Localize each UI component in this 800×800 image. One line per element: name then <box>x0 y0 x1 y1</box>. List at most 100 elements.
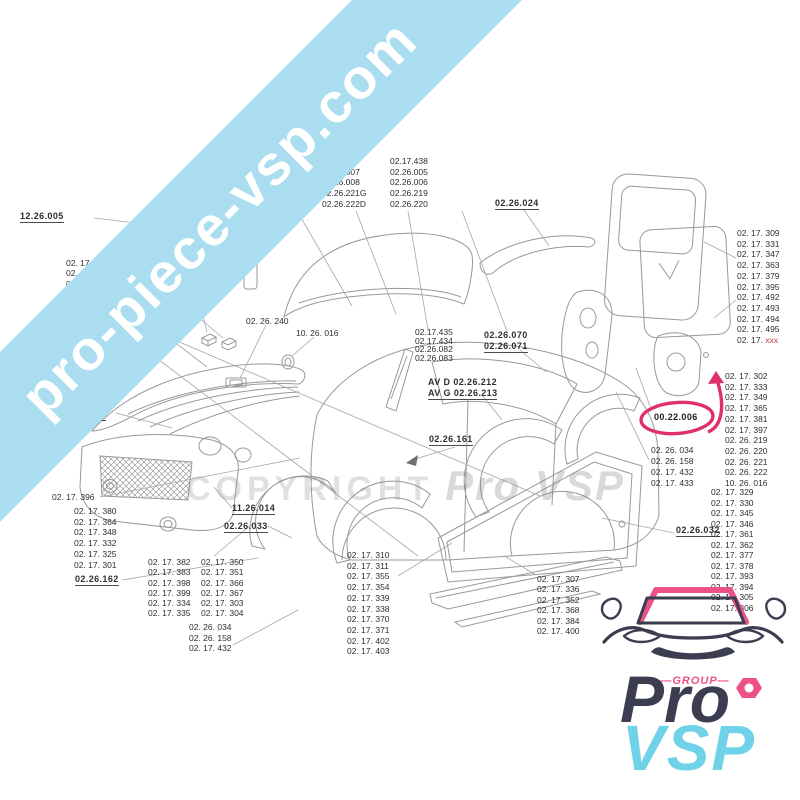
part-label: 02.26.162 <box>75 574 119 586</box>
part-number: 02. 17. 397 <box>725 424 768 435</box>
part-number: 02. 17. 395 <box>737 281 780 292</box>
part-number: 02. 17. 304 <box>201 608 244 619</box>
part-number: 02. 26. 034 <box>651 445 694 455</box>
part-number: 02. 17. 365 <box>725 403 768 414</box>
part-number: 02. 17. 393 <box>711 571 754 581</box>
part-number: 02. 17. 370 <box>347 614 390 625</box>
part-number: 02. 17. 383 <box>148 567 191 578</box>
part-number: 02. 17. 310 <box>347 550 390 560</box>
part-number: 02. 17. 309 <box>737 228 780 238</box>
part-number: 02. 17. 350 <box>201 557 244 567</box>
part-number: 02. 17. 493 <box>737 302 780 313</box>
part-number: 02. 17. 349 <box>725 392 768 403</box>
part-number: 02.17.438 <box>390 156 428 166</box>
part-label: AV G 02.26.213 <box>428 388 498 400</box>
part-number: 02. 17. 432 <box>189 643 232 654</box>
logo-vsp-text: VSP <box>622 712 756 784</box>
part-number: 02.26.005 <box>390 166 428 177</box>
part-number: 02. 26. 158 <box>651 456 694 466</box>
part-number: 02. 17. 380 <box>74 506 117 516</box>
part-label: 10. 26. 016 <box>296 328 339 338</box>
part-number: 02. 17. 362 <box>711 539 754 550</box>
part-number: 02.17.434 <box>415 335 453 346</box>
part-label: 02. 17. 396 <box>52 492 95 502</box>
part-label: 02.26.070 <box>484 330 528 340</box>
part-number: 02. 17. 301 <box>74 559 117 570</box>
part-number: 02.26.083 <box>415 352 453 363</box>
part-number: 02. 17. 371 <box>347 624 390 635</box>
part-label: 02.26.024 <box>495 198 539 210</box>
part-number: 02. 17. 492 <box>737 292 780 303</box>
part-number: 02. 26. 221 <box>725 456 768 467</box>
wheel-arch-flares <box>249 393 641 564</box>
part-number: 02. 17. 495 <box>737 324 780 335</box>
part-number: 02. 17. 302 <box>725 371 768 381</box>
part-number: 02. 26. 220 <box>725 445 768 456</box>
part-label: 02.26.071 <box>484 341 528 353</box>
door-panel <box>437 451 643 583</box>
part-number: 02. 17. 346 <box>711 518 754 529</box>
part-label: AV D 02.26.212 <box>428 377 497 387</box>
part-number: 02. 17. 348 <box>74 527 117 538</box>
part-number: 02. 17. 303 <box>201 598 244 609</box>
pillar-trim <box>385 348 414 412</box>
part-number: 02. 17. 329 <box>711 487 754 497</box>
part-number: 02. 17. 403 <box>347 646 390 657</box>
part-number: 02. 17. 400 <box>537 626 580 637</box>
rear-lamp-panel <box>561 289 613 393</box>
part-number: 02.26.221G <box>322 188 367 199</box>
front-bumper <box>79 434 252 532</box>
part-number: 02. 17. 366 <box>201 577 244 588</box>
part-number: 02. 17. 347 <box>737 249 780 260</box>
part-label: 02.26.161 <box>429 434 473 446</box>
highlighted-part <box>653 332 709 396</box>
part-number: 02. 17. 494 <box>737 313 780 324</box>
sill-strips <box>429 556 623 628</box>
logo-hex-icon <box>736 678 762 698</box>
copyright-brand: Pro VSP <box>445 462 625 509</box>
missing-part-number: xxx <box>765 335 779 346</box>
part-number: 02. 17. 331 <box>737 238 780 249</box>
part-number: 02. 17. 338 <box>347 603 390 614</box>
hood-panel <box>90 363 306 435</box>
part-number: 02. 17. 399 <box>148 587 191 598</box>
part-number: 02. 17. 364 <box>74 516 117 527</box>
part-number: 02.26.222D <box>322 198 366 209</box>
part-number: 02. 17. 332 <box>74 538 117 549</box>
part-number: 10. 26. 016 <box>725 478 768 489</box>
part-number: 02. 17. 361 <box>711 529 754 539</box>
part-number: 02. 17. 325 <box>74 548 117 559</box>
part-number: 02. 17. 306 <box>711 602 754 613</box>
part-number: 02. 17. 379 <box>737 270 780 281</box>
clip-icons <box>200 333 295 388</box>
part-number: 02. 17. 355 <box>347 571 390 582</box>
roof-panel <box>283 232 473 319</box>
part-number: 02. 17. 368 <box>537 605 580 616</box>
part-number: 02.26.219 <box>390 188 428 199</box>
part-number: 02. 17. 384 <box>537 615 580 626</box>
part-number: 02. 17. 352 <box>537 594 580 605</box>
part-number: 02. 17. 394 <box>711 581 754 592</box>
part-label: 02. 26. 240 <box>246 316 289 326</box>
part-number: 02. 17. xxx <box>737 335 779 346</box>
part-number: 02. 17. 339 <box>347 592 390 603</box>
logo-pro-text: Pro <box>620 662 730 736</box>
part-number: 02. 17. 351 <box>201 567 244 578</box>
part-number: 02. 17. 345 <box>711 508 754 518</box>
part-number: 02. 17. 398 <box>148 577 191 588</box>
part-number: 02.17.435 <box>415 327 453 337</box>
part-number: 02. 17. 311 <box>347 560 389 571</box>
part-label: 11.26.014 <box>232 503 276 515</box>
part-number: 02.26.006 <box>390 177 428 188</box>
